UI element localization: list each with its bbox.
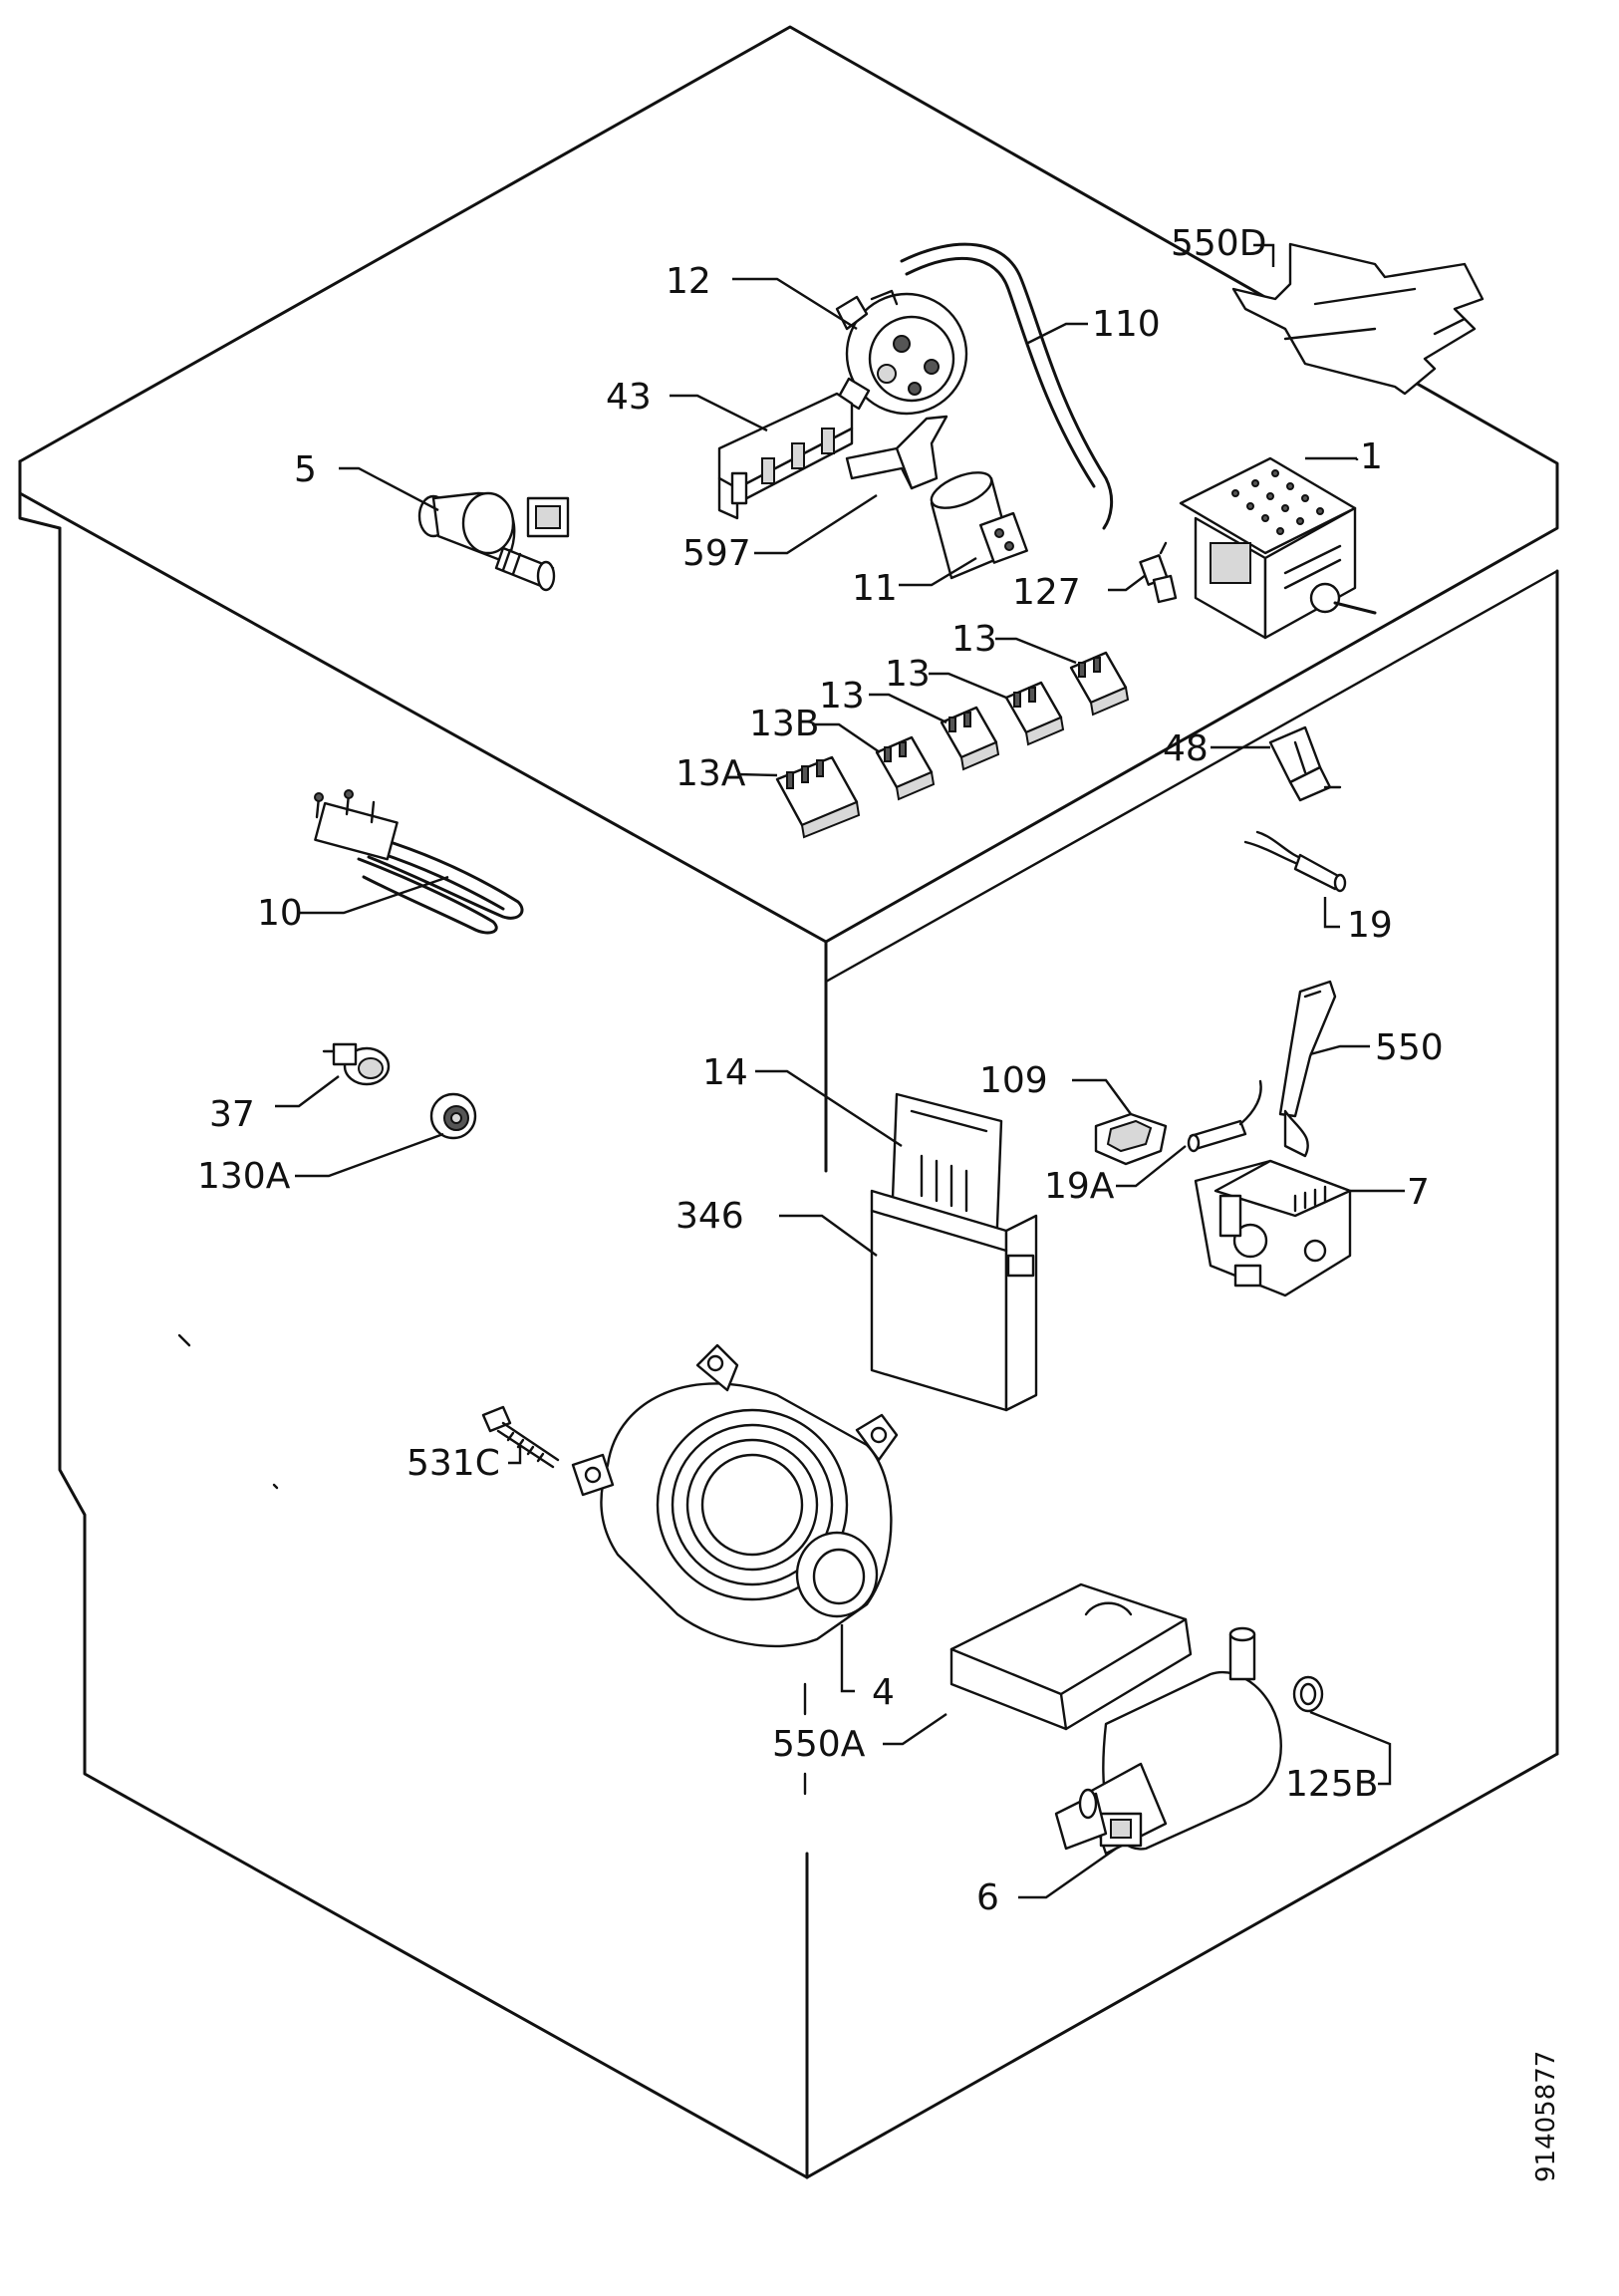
label-19: 19 xyxy=(1347,905,1393,946)
part-130A-knob xyxy=(429,1092,477,1140)
label-10: 10 xyxy=(257,893,303,934)
part-19-sensor xyxy=(1243,830,1347,893)
label-550D: 550D xyxy=(1171,223,1266,264)
part-5-inlet-valve xyxy=(417,491,570,592)
label-7: 7 xyxy=(1407,1172,1430,1213)
label-19A: 19A xyxy=(1044,1166,1115,1207)
label-597: 597 xyxy=(682,533,751,574)
doc-number: 91405877 xyxy=(1531,2051,1561,2182)
label-110: 110 xyxy=(1092,304,1161,345)
part-13-connector-b xyxy=(1004,681,1065,746)
part-1-timer xyxy=(1179,456,1377,640)
label-6: 6 xyxy=(976,1877,999,1918)
label-48: 37 xyxy=(209,1094,255,1135)
part-531C-screw xyxy=(481,1405,560,1469)
part-13-connector-c xyxy=(940,706,1000,771)
part-7-door-lock xyxy=(1194,1159,1352,1297)
part-19A-sensor xyxy=(1187,1079,1262,1153)
label-550A: 550A xyxy=(772,1724,866,1765)
label-109: 109 xyxy=(979,1060,1048,1101)
part-597-bracket xyxy=(845,415,948,490)
label-13-a: 13 xyxy=(951,619,997,660)
part-550-lever xyxy=(1278,980,1337,1158)
part-550A-pad xyxy=(949,1582,1193,1731)
label-130A: 130A xyxy=(197,1156,291,1197)
label-43: 48 xyxy=(1163,728,1209,769)
label-14: 14 xyxy=(702,1052,748,1093)
part-labels: 550D 1 12 110 43 5 597 11 127 13 13 13 1… xyxy=(197,223,1561,2182)
leader-lines xyxy=(275,243,1405,1899)
part-109-cover xyxy=(1094,1112,1168,1166)
part-550D-cover-plate xyxy=(1231,242,1484,396)
label-13-c: 13 xyxy=(819,676,865,717)
part-10-heater xyxy=(314,789,524,935)
part-13B-connector xyxy=(875,735,936,801)
part-13A-connector xyxy=(775,755,861,839)
label-125B: 125B xyxy=(1285,1764,1378,1805)
part-12-pressure-switch xyxy=(835,289,968,416)
label-4: 4 xyxy=(872,1672,895,1713)
part-11-capacitor xyxy=(930,471,1028,580)
part-127-fitting xyxy=(1139,541,1178,604)
label-5: 5 xyxy=(294,449,317,490)
part-4-drain-pump xyxy=(571,1343,899,1648)
label-13B: 13B xyxy=(749,704,820,744)
part-43-clip xyxy=(1268,725,1342,802)
label-12: 12 xyxy=(666,261,711,302)
part-346-container xyxy=(870,1189,1038,1412)
label-531C: 531C xyxy=(406,1443,500,1484)
part-125B-ring xyxy=(1292,1675,1324,1713)
label-127: 127 xyxy=(1012,572,1081,613)
part-13-connector-a xyxy=(1069,651,1130,717)
label-13A: 13A xyxy=(675,753,746,794)
label-1: 1 xyxy=(1360,436,1383,477)
label-550: 550 xyxy=(1375,1027,1444,1068)
label-346: 346 xyxy=(675,1196,744,1237)
label-13-b: 13 xyxy=(885,654,931,695)
cabinet-outline xyxy=(18,25,1559,2179)
part-6-valve xyxy=(1054,1626,1282,1856)
part-48-lamp xyxy=(322,1042,391,1086)
part-37-terminal-block xyxy=(717,392,854,520)
label-37: 43 xyxy=(606,377,652,418)
label-11: 11 xyxy=(852,568,898,609)
